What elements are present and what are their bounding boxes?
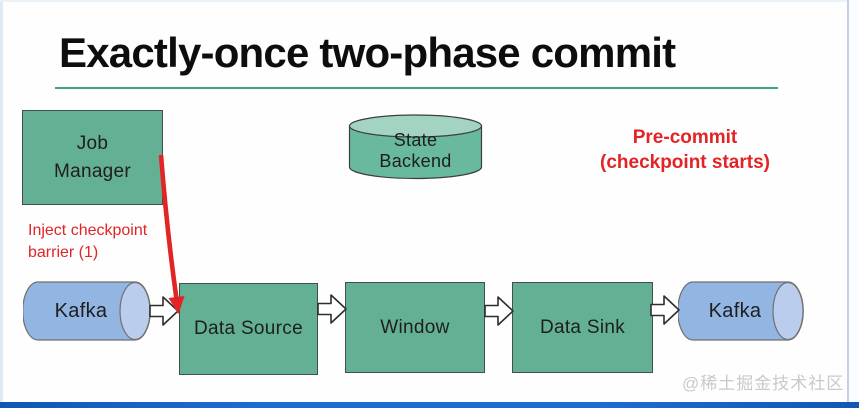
window-label: Window [380, 316, 450, 338]
slide-right-margin [849, 0, 859, 402]
state-backend-label: State Backend [348, 114, 483, 181]
node-state-backend: State Backend [348, 114, 483, 181]
watermark-text: @稀土掘金技术社区 [682, 374, 845, 393]
kafka-cylinder-icon [23, 281, 151, 341]
bottom-progress-bar [0, 402, 859, 408]
kafka-sink-label: Kafka [708, 299, 762, 322]
job-manager-label-line1: Job [76, 132, 109, 154]
data-sink-label: Data Sink [539, 316, 626, 338]
slide-right-edge [847, 0, 849, 402]
inject-barrier-line1: Inject checkpoint [28, 222, 148, 239]
slide-top-edge [0, 0, 859, 2]
node-kafka-sink: Kafka [678, 281, 804, 341]
database-cylinder-icon [348, 114, 483, 180]
node-data-source: Data Source [179, 283, 318, 375]
slide-left-edge [0, 0, 3, 402]
pre-commit-line1: Pre-commit [632, 127, 738, 148]
inject-barrier-line2: barrier (1) [28, 244, 99, 261]
slide-title: Exactly-once two-phase commit [59, 29, 676, 76]
state-backend-label-line1: State [393, 130, 438, 150]
state-backend-label-line2: Backend [379, 151, 452, 171]
inject-barrier-annotation: Inject checkpoint barrier (1) [28, 220, 147, 264]
job-manager-label-line2: Manager [53, 160, 132, 182]
title-underline [55, 87, 778, 89]
kafka-source-label: Kafka [54, 299, 108, 322]
node-data-sink: Data Sink [512, 282, 653, 373]
node-kafka-source: Kafka [23, 281, 151, 341]
flow-arrow-datasink-to-kafka [650, 295, 680, 325]
node-window: Window [345, 282, 485, 373]
flow-arrow-datasource-to-window [317, 294, 347, 324]
flow-arrow-kafka-to-datasource [149, 296, 179, 326]
flow-arrow-window-to-datasink [484, 296, 514, 326]
node-job-manager: Job Manager [22, 110, 163, 205]
pre-commit-annotation: Pre-commit (checkpoint starts) [570, 125, 800, 175]
data-source-label: Data Source [194, 318, 303, 339]
pre-commit-line2: (checkpoint starts) [600, 152, 770, 173]
checkpoint-barrier-arrow-line [158, 154, 179, 300]
